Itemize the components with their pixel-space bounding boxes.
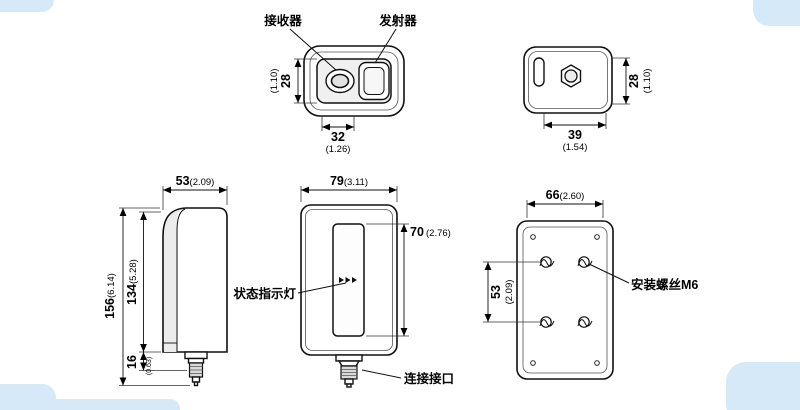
dim-face-height: 28 (1.10) [269, 58, 317, 104]
dim-side-total-mm: 156 [103, 298, 117, 319]
connector-collar [187, 357, 205, 364]
dim-back-width-in: (2.60) [560, 191, 585, 202]
back-view-body [516, 220, 614, 380]
dim-top-height-mm: 28 [627, 74, 641, 88]
receiver-leader-line [289, 28, 337, 71]
corner-bottom-bar [28, 399, 180, 410]
connector-flange [335, 354, 363, 362]
dim-back-width-mm: 66 [546, 188, 560, 202]
dim-side-body-mm: 134 [125, 284, 139, 305]
dim-front-window-in: (2.76) [426, 228, 451, 239]
dim-face-width-in: (1.26) [326, 144, 351, 155]
mounting-screw-leader-line [588, 263, 630, 284]
side-connector [184, 351, 208, 387]
side-view-body [162, 207, 228, 353]
dim-front-window-height: 70 (2.76) [366, 223, 451, 337]
transmitter-leader-line [374, 28, 397, 64]
view-back: 66(2.60) 53 (2.09) 安装螺丝M6 [483, 188, 698, 380]
dim-side-body-height: 134(5.28) [125, 211, 161, 353]
transmitter-inner [363, 67, 385, 95]
dim-front-width-mm: 79 [330, 174, 344, 188]
back-corner-pins [530, 234, 600, 366]
front-view-inner-edge [305, 209, 393, 351]
sensor-face-bezel [309, 51, 399, 111]
connector-nub [193, 381, 199, 387]
dim-back-width-label: 66(2.60) [546, 188, 585, 202]
dim-side-depth-label: 53(2.09) [176, 174, 215, 188]
dim-front-width-in: (3.11) [344, 177, 368, 188]
status-indicator-lights [339, 277, 357, 283]
view-side: 53(2.09) 156(6.14) 134(5.28) 16 (0.63) [103, 174, 228, 387]
dim-front-window-mm: 70 [410, 225, 424, 239]
dim-side-total-label: 156(6.14) [103, 273, 117, 319]
dim-face-width-mm: 32 [331, 130, 345, 144]
dim-side-body-label: 134(5.28) [125, 259, 139, 305]
connector-thread-lines [189, 366, 203, 374]
nut-bore [564, 69, 578, 83]
view-top: 39 (1.54) 28 (1.10) [523, 46, 653, 153]
front-connector [335, 354, 363, 388]
dim-side-body-in: (5.28) [128, 259, 139, 284]
mounting-screw-label: 安装螺丝M6 [631, 277, 698, 292]
thread-mark [577, 319, 593, 327]
connector-tip [191, 376, 201, 383]
status-indicator-leader-line [297, 282, 347, 294]
dim-top-width: 39 (1.54) [543, 113, 607, 153]
corner-pin [530, 234, 536, 240]
dim-face-height-mm: 28 [279, 74, 293, 88]
corner-top-left [0, 0, 54, 12]
dim-side-base-in: (0.63) [146, 357, 153, 375]
corner-pin [594, 360, 600, 366]
receiver-lens-inner [330, 73, 350, 89]
dim-side-depth-mm: 53 [176, 174, 190, 188]
connector-tip [344, 378, 354, 385]
thread-mark [539, 259, 555, 267]
connector-thread-lines [341, 369, 357, 376]
top-view-slot [533, 57, 545, 87]
side-bezel-line [176, 208, 186, 352]
dim-top-width-mm: 39 [568, 128, 582, 142]
connection-port-leader-line [361, 369, 402, 379]
dim-top-height: 28 (1.10) [612, 57, 653, 105]
connector-flange [184, 351, 208, 360]
dim-face-height-in: (1.10) [269, 69, 280, 94]
dim-side-total-height: 156(6.14) [103, 207, 190, 386]
corner-pin [594, 234, 600, 240]
dim-back-hole-in: (2.09) [504, 280, 515, 305]
dim-side-depth-in: (2.09) [190, 177, 215, 188]
dim-front-width-label: 79(3.11) [330, 174, 368, 188]
corner-pin [530, 360, 536, 366]
dim-side-total-in: (6.14) [106, 273, 117, 298]
corner-bottom-right [726, 362, 800, 410]
transmitter-label: 发射器 [378, 13, 417, 28]
dim-side-depth: 53(2.09) [162, 174, 228, 210]
dim-top-width-in: (1.54) [563, 142, 588, 153]
dim-side-base-mm: 16 [125, 355, 139, 369]
back-plate [522, 226, 608, 374]
view-sensor-face: 接收器 发射器 28 (1.10) 32 (1.26) [264, 13, 417, 155]
connector-collar [337, 360, 361, 367]
corner-top-right [753, 0, 800, 26]
receiver-label: 接收器 [264, 13, 302, 28]
thread-mark [539, 319, 555, 327]
connection-port-label: 连接接口 [404, 371, 454, 386]
status-indicator-label: 状态指示灯 [233, 286, 296, 301]
dim-top-height-in: (1.10) [642, 69, 653, 94]
dim-back-hole-mm: 53 [489, 285, 503, 299]
dim-back-hole-spacing: 53 (2.09) [483, 261, 540, 323]
dim-side-base: 16 (0.63) [125, 352, 187, 375]
dim-back-width: 66(2.60) [526, 188, 604, 218]
top-view-inner-edge [528, 51, 608, 109]
dim-face-width: 32 (1.26) [321, 116, 355, 155]
dim-front-width: 79(3.11) [300, 174, 398, 202]
view-front: 79(3.11) 70 (2.76) 状态指示灯 连接接口 [233, 174, 454, 388]
connector-nub [346, 383, 352, 388]
mounting-holes [539, 256, 593, 328]
